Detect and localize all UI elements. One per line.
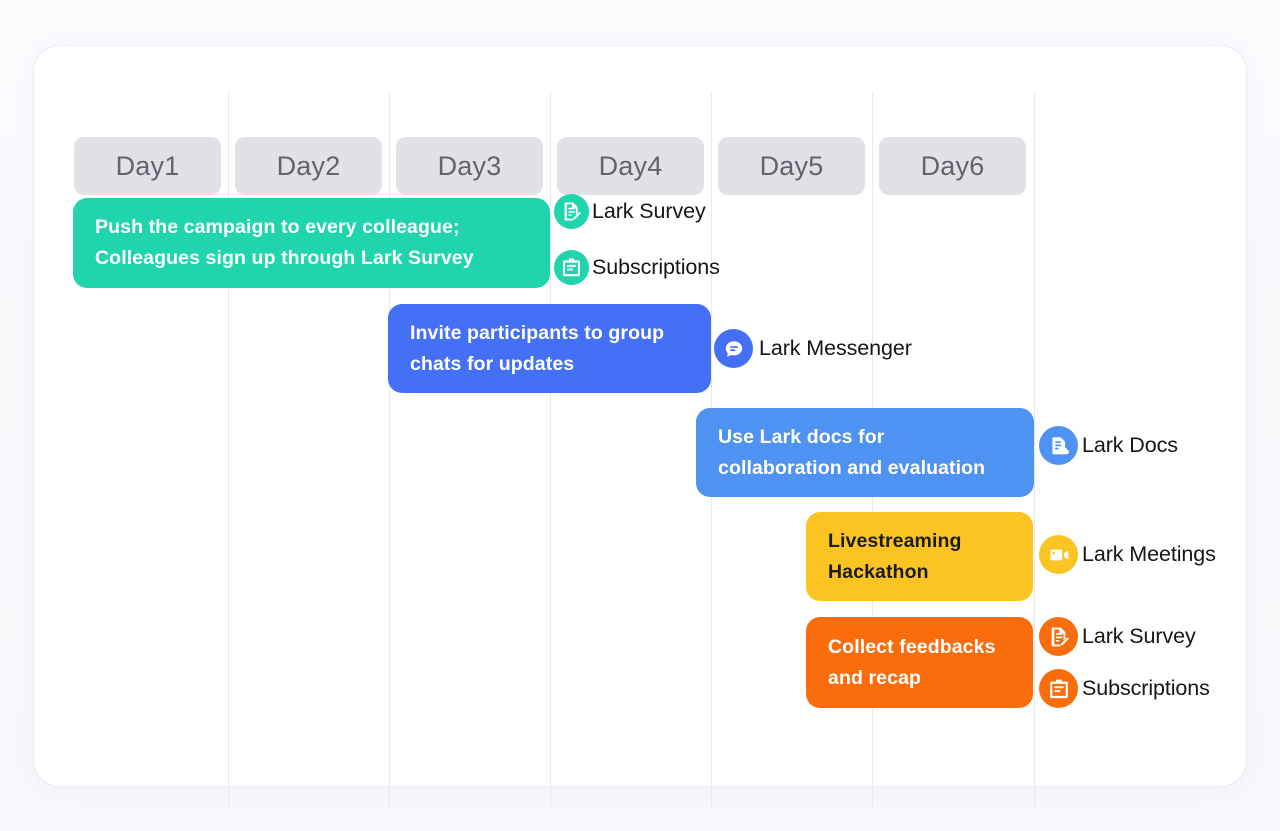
day-header-day2: Day2 (235, 137, 382, 195)
task-bar-promote[interactable]: Push the campaign to every colleague; Co… (73, 198, 550, 288)
task-bar-line: Collect feedbacks (828, 635, 996, 658)
day-header-day6: Day6 (879, 137, 1026, 195)
subscriptions-icon (554, 250, 589, 285)
day-header-label: Day2 (276, 150, 341, 181)
day-header-day5: Day5 (718, 137, 865, 195)
task-bar-line: Livestreaming (828, 529, 962, 552)
app-label-lark-messenger[interactable]: Lark Messenger (714, 329, 912, 368)
app-label-subscriptions[interactable]: Subscriptions (554, 250, 720, 285)
timeline-card: Day1 Day2 Day3 Day4 Day5 Day6 Push the c… (34, 46, 1246, 807)
task-bar-feedback[interactable]: Collect feedbacks and recap (806, 617, 1033, 708)
app-label-lark-meetings[interactable]: Lark Meetings (1039, 535, 1216, 574)
task-bar-line: Colleagues sign up through Lark Survey (95, 247, 474, 269)
app-label-lark-survey-orange[interactable]: Lark Survey (1039, 617, 1196, 656)
task-bar-line: Hackathon (828, 560, 929, 583)
lark-docs-icon (1039, 426, 1078, 465)
lark-survey-icon (1039, 617, 1078, 656)
day-header-day3: Day3 (396, 137, 543, 195)
app-name: Subscriptions (592, 255, 720, 279)
subscriptions-icon (1039, 669, 1078, 708)
app-label-lark-survey[interactable]: Lark Survey (554, 194, 706, 229)
day-header-label: Day6 (920, 150, 985, 181)
task-bar-hackathon[interactable]: Livestreaming Hackathon (806, 512, 1033, 601)
app-label-lark-docs[interactable]: Lark Docs (1039, 426, 1178, 465)
column-divider (228, 91, 229, 807)
task-bar-invite[interactable]: Invite participants to group chats for u… (388, 304, 711, 393)
task-bar-line: chats for updates (410, 352, 575, 375)
day-header-label: Day5 (759, 150, 824, 181)
task-bar-line: and recap (828, 666, 922, 689)
day-header-label: Day4 (598, 150, 663, 181)
day-header-label: Day3 (437, 150, 502, 181)
app-label-subscriptions-orange[interactable]: Subscriptions (1039, 669, 1210, 708)
app-name: Subscriptions (1082, 676, 1210, 700)
day-header-day4: Day4 (557, 137, 704, 195)
lark-survey-icon (554, 194, 589, 229)
day-header-label: Day1 (115, 150, 180, 181)
app-name: Lark Meetings (1082, 542, 1216, 566)
task-bar-line: Invite participants to group (410, 321, 665, 344)
lark-meetings-icon (1039, 535, 1078, 574)
task-bar-line: collaboration and evaluation (718, 456, 986, 479)
column-divider (389, 91, 390, 807)
task-bar-docs[interactable]: Use Lark docs for collaboration and eval… (696, 408, 1034, 497)
app-name: Lark Survey (592, 199, 706, 223)
column-divider (1034, 91, 1035, 807)
lark-messenger-icon (714, 329, 753, 368)
app-name: Lark Survey (1082, 624, 1196, 648)
task-bar-line: Use Lark docs for (718, 425, 885, 448)
app-name: Lark Docs (1082, 433, 1178, 457)
day-header-day1: Day1 (74, 137, 221, 195)
app-name: Lark Messenger (759, 336, 912, 360)
column-divider (550, 91, 551, 807)
task-bar-line: Push the campaign to every colleague; (95, 216, 460, 238)
